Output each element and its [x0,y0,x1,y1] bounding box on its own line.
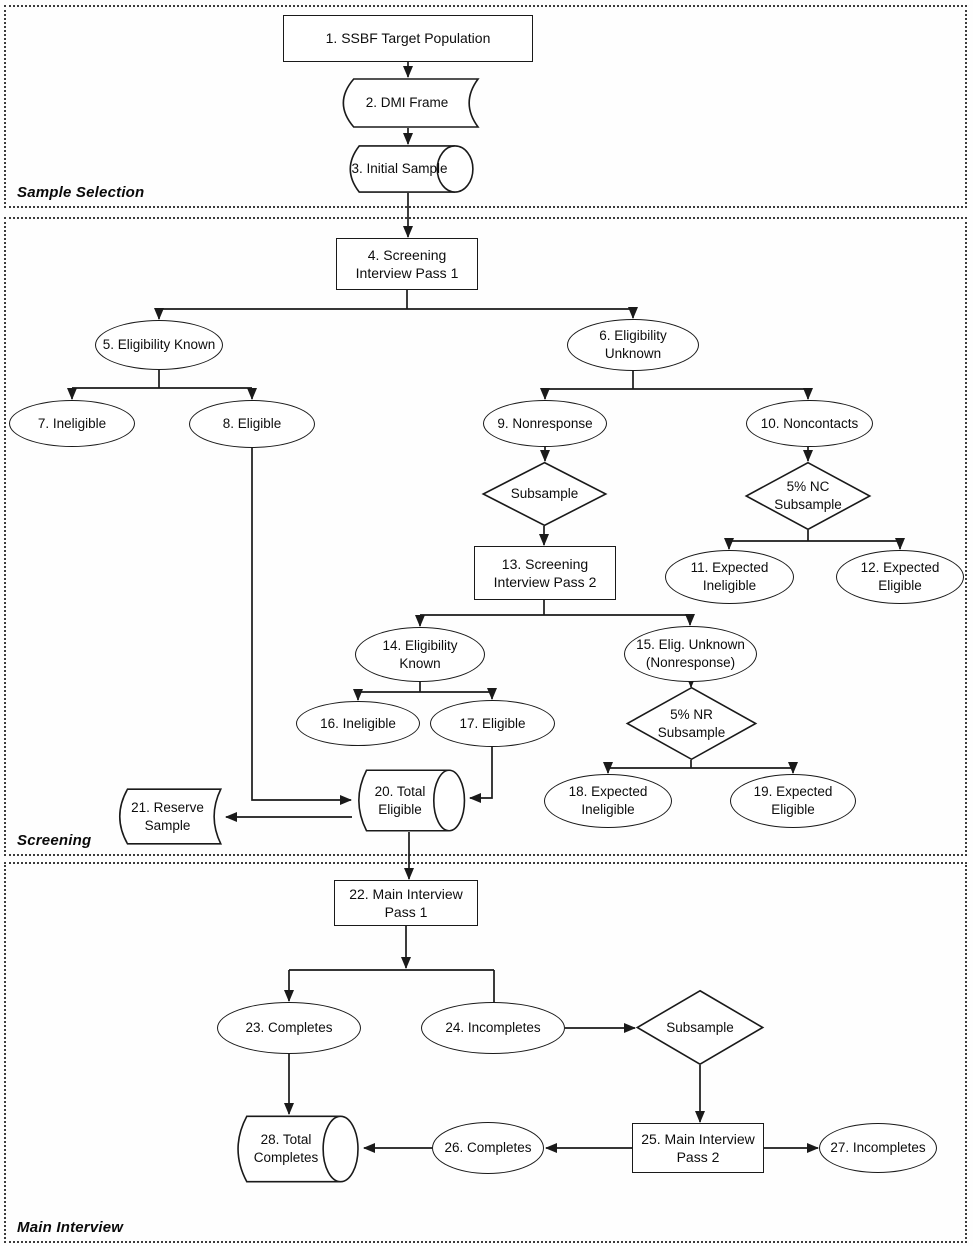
node-18-label: 18. Expected Ineligible [568,784,648,817]
node-25-main-interview-pass-2: 25. Main Interview Pass 2 [632,1123,764,1173]
section-main-interview: Main Interview [4,862,967,1243]
decision-5pct-nr-subsample-label: 5% NR Subsample [657,706,726,740]
node-26-completes: 26. Completes [432,1122,544,1174]
direct-storage-shape [350,769,468,832]
diamond-shape [482,462,607,526]
node-24-label: 24. Incompletes [445,1020,541,1036]
direct-storage-shape [228,1115,362,1183]
node-4-label: 4. Screening Interview Pass 1 [355,246,459,281]
node-22-label: 22. Main Interview Pass 1 [349,885,463,920]
node-15-elig-unknown-nonresponse: 15. Elig. Unknown (Nonresponse) [624,626,757,682]
node-14-label: 14. Eligibility Known [382,637,458,671]
node-7-label: 7. Ineligible [37,415,107,431]
node-9-label: 9. Nonresponse [497,415,593,431]
node-5-label: 5. Eligibility Known [102,337,216,353]
node-8-eligible: 8. Eligible [189,400,315,448]
diamond-shape [745,462,871,530]
decision-5pct-nc-subsample-label: 5% NC Subsample [774,479,842,512]
stored-data-shape [112,788,223,845]
decision-5pct-nc-subsample: 5% NC Subsample [745,462,871,530]
node-23-label: 23. Completes [245,1020,333,1036]
node-12-label: 12. Expected Eligible [860,560,940,593]
node-19-label: 19. Expected Eligible [753,784,833,817]
node-25-label: 25. Main Interview Pass 2 [641,1130,755,1165]
section-label-sample-selection: Sample Selection [17,184,145,201]
node-11-expected-ineligible: 11. Expected Ineligible [665,550,794,604]
node-17-label: 17. Eligible [459,715,526,731]
decision-5pct-nr-subsample: 5% NR Subsample [626,687,757,760]
node-20-total-eligible: 20. Total Eligible [350,769,468,832]
decision-subsample-main-label: Subsample [666,1019,734,1035]
node-21-reserve-sample: 21. Reserve Sample [112,788,223,845]
node-27-label: 27. Incompletes [830,1140,926,1156]
node-16-label: 16. Ineligible [320,715,396,731]
node-7-ineligible: 7. Ineligible [9,400,135,447]
node-10-noncontacts: 10. Noncontacts [746,400,873,447]
section-screening: Screening [4,217,967,856]
node-13-label: 13. Screening Interview Pass 2 [493,555,597,590]
decision-subsample-screening: Subsample [482,462,607,526]
node-3-label: 3. Initial Sample [351,161,448,177]
node-23-completes: 23. Completes [217,1002,361,1054]
node-27-incompletes: 27. Incompletes [819,1123,937,1173]
node-6-eligibility-unknown: 6. Eligibility Unknown [567,319,699,371]
node-24-incompletes: 24. Incompletes [421,1002,565,1054]
node-9-nonresponse: 9. Nonresponse [483,400,607,447]
node-12-expected-eligible: 12. Expected Eligible [836,550,964,604]
node-22-main-interview-pass-1: 22. Main Interview Pass 1 [334,880,478,926]
node-5-eligibility-known: 5. Eligibility Known [95,320,223,370]
section-label-screening: Screening [17,832,92,849]
node-20-label: 20. Total Eligible [374,783,426,817]
node-19-expected-eligible: 19. Expected Eligible [730,774,856,828]
node-17-eligible: 17. Eligible [430,700,555,747]
node-4-screening-interview-pass-1: 4. Screening Interview Pass 1 [336,238,478,290]
diamond-shape [626,687,757,760]
decision-subsample-main: Subsample [636,990,764,1065]
node-2-label: 2. DMI Frame [365,95,449,111]
node-8-label: 8. Eligible [222,416,282,432]
stored-data-shape [333,78,481,128]
node-28-total-completes: 28. Total Completes [228,1115,362,1183]
node-26-label: 26. Completes [444,1140,532,1156]
section-sample-selection: Sample Selection [4,5,967,208]
node-10-label: 10. Noncontacts [760,415,859,431]
diamond-shape [636,990,764,1065]
node-21-label: 21. Reserve Sample [131,799,204,833]
node-1-ssbf-target-population: 1. SSBF Target Population [283,15,533,62]
decision-subsample-screening-label: Subsample [510,486,579,502]
section-label-main-interview: Main Interview [17,1219,124,1236]
node-2-dmi-frame: 2. DMI Frame [333,78,481,128]
node-16-ineligible: 16. Ineligible [296,701,420,746]
node-6-label: 6. Eligibility Unknown [599,328,667,361]
node-18-expected-ineligible: 18. Expected Ineligible [544,774,672,828]
node-3-initial-sample: 3. Initial Sample [340,145,477,193]
node-15-label: 15. Elig. Unknown (Nonresponse) [636,637,745,670]
node-14-eligibility-known: 14. Eligibility Known [355,627,485,682]
node-13-screening-interview-pass-2: 13. Screening Interview Pass 2 [474,546,616,600]
node-1-label: 1. SSBF Target Population [325,30,491,47]
direct-storage-shape [340,145,477,193]
node-11-label: 11. Expected Ineligible [690,560,769,593]
node-28-label: 28. Total Completes [253,1132,319,1165]
